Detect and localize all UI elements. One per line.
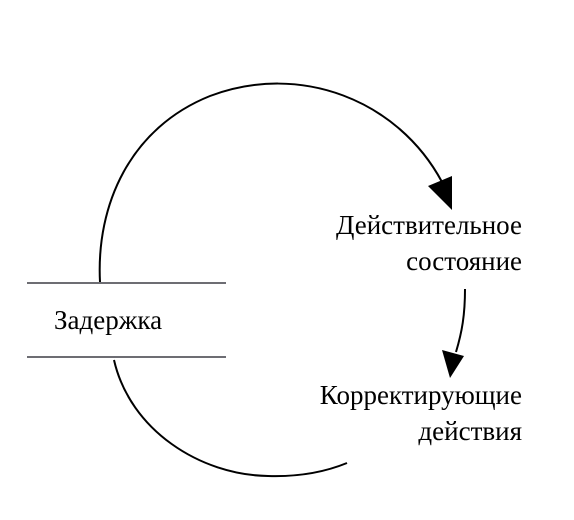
loop-arc-middle (455, 288, 466, 353)
actual-state-line1: Действительное (336, 210, 522, 240)
loop-arc-top (98, 82, 443, 283)
actual-state-label: Действительное состояние (336, 207, 522, 279)
corrective-actions-line1: Корректирующие (319, 380, 522, 410)
actual-state-line2: состояние (406, 246, 522, 276)
arrow-head-top (428, 176, 452, 210)
loop-arc-bottom (113, 359, 348, 478)
delay-text: Задержка (54, 305, 163, 335)
corrective-actions-line2: действия (418, 416, 522, 446)
corrective-actions-label: Корректирующие действия (320, 377, 522, 449)
delay-label: Задержка (54, 302, 162, 338)
arrow-head-middle (442, 350, 464, 378)
